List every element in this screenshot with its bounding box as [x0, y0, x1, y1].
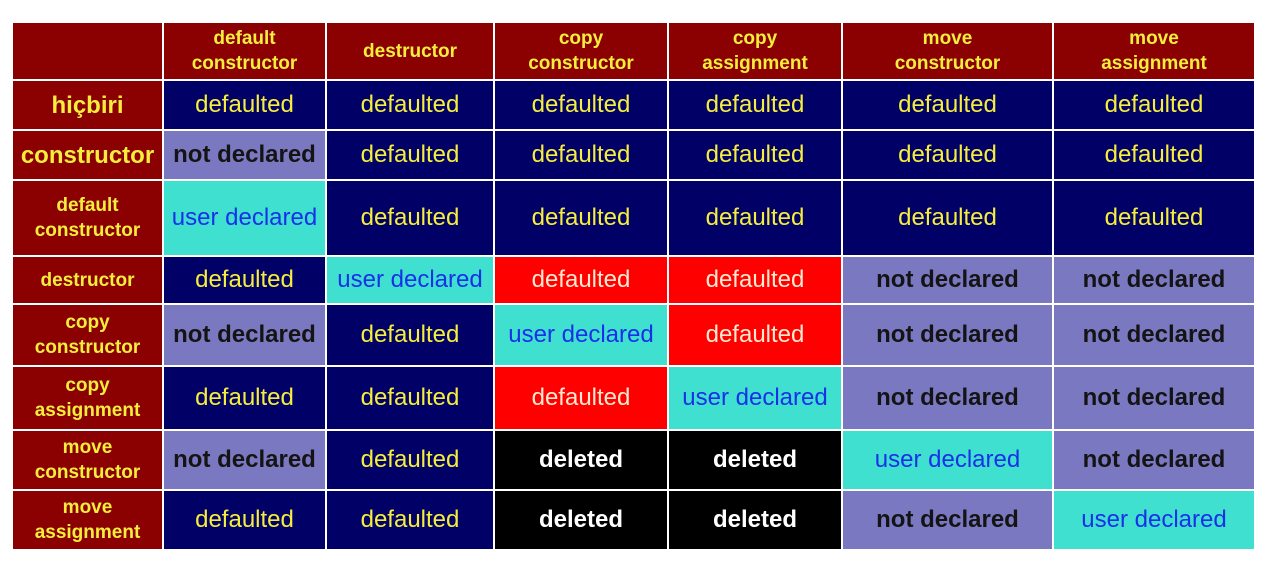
table-cell-notdeclared: not declared — [162, 303, 327, 367]
column-header: move assignment — [1052, 21, 1256, 81]
table-cell-defaulted: defaulted — [325, 365, 495, 431]
column-header-line2: constructor — [894, 53, 1001, 74]
table-cell-userdeclared: user declared — [1052, 489, 1256, 551]
table-cell-defaulted: defaulted — [325, 429, 495, 491]
row-header: default constructor — [11, 179, 164, 257]
column-header-line1: copy — [732, 28, 778, 49]
table-cell-defaulted: defaulted — [162, 255, 327, 305]
row-header-line2: constructor — [34, 220, 141, 241]
table-cell-userdeclared: user declared — [493, 303, 669, 367]
row-header-line1: move — [62, 437, 113, 458]
table-cell-notdeclared: not declared — [841, 303, 1054, 367]
column-header-line1: default — [213, 28, 276, 49]
row-header: move assignment — [11, 489, 164, 551]
table-cell-userdeclared: user declared — [325, 255, 495, 305]
special-members-table: default constructor destructor copy construc… — [11, 21, 1256, 551]
table-cell-userdeclared: user declared — [162, 179, 327, 257]
table-cell-notdeclared: not declared — [841, 365, 1054, 431]
special-members-table-wrapper: default constructor destructor copy construc… — [11, 21, 1256, 551]
table-cell-defaulted: defaulted — [493, 129, 669, 181]
column-header-line1: move — [922, 28, 973, 49]
table-cell-defaulted: defaulted — [493, 79, 669, 131]
row-header: constructor — [11, 129, 164, 181]
table-cell-deleted: deleted — [667, 489, 843, 551]
row-header-line2: assignment — [34, 400, 141, 421]
column-header: move constructor — [841, 21, 1054, 81]
table-cell-defaulted-red: defaulted — [667, 303, 843, 367]
column-header: copy constructor — [493, 21, 669, 81]
column-header-line2: constructor — [191, 53, 298, 74]
header-row: default constructor destructor copy construc… — [11, 21, 1256, 81]
column-header-line1: copy — [558, 28, 604, 49]
row-header: hiçbiri — [11, 79, 164, 131]
column-header-line2: assignment — [1101, 53, 1207, 74]
table-cell-defaulted: defaulted — [162, 365, 327, 431]
corner-cell — [11, 21, 164, 81]
row-header: move constructor — [11, 429, 164, 491]
table-cell-defaulted: defaulted — [325, 303, 495, 367]
table-cell-defaulted: defaulted — [1052, 129, 1256, 181]
table-cell-notdeclared: not declared — [162, 129, 327, 181]
table-cell-defaulted: defaulted — [841, 129, 1054, 181]
table-cell-defaulted-red: defaulted — [667, 255, 843, 305]
table-cell-defaulted: defaulted — [162, 489, 327, 551]
table-cell-notdeclared: not declared — [1052, 365, 1256, 431]
row-header: copy assignment — [11, 365, 164, 431]
table-cell-notdeclared: not declared — [1052, 429, 1256, 491]
column-header-line1: destructor — [363, 40, 457, 62]
table-cell-defaulted: defaulted — [667, 79, 843, 131]
table-cell-notdeclared: not declared — [841, 489, 1054, 551]
row-header: destructor — [11, 255, 164, 305]
column-header-line1: move — [1129, 28, 1179, 49]
table-cell-defaulted: defaulted — [841, 79, 1054, 131]
table-cell-defaulted: defaulted — [1052, 179, 1256, 257]
table-cell-userdeclared: user declared — [667, 365, 843, 431]
table-cell-defaulted-red: defaulted — [493, 365, 669, 431]
table-cell-defaulted: defaulted — [325, 129, 495, 181]
table-cell-defaulted: defaulted — [841, 179, 1054, 257]
table-cell-defaulted: defaulted — [667, 129, 843, 181]
column-header: default constructor — [162, 21, 327, 81]
column-header-line2: assignment — [702, 53, 808, 74]
row-header-line2: constructor — [34, 462, 141, 483]
table-cell-deleted: deleted — [667, 429, 843, 491]
table-cell-defaulted: defaulted — [493, 179, 669, 257]
table-cell-defaulted: defaulted — [162, 79, 327, 131]
table-cell-notdeclared: not declared — [1052, 303, 1256, 367]
row-header-line2: constructor — [34, 337, 141, 358]
column-header: copy assignment — [667, 21, 843, 81]
row-header-line1: copy — [65, 375, 110, 396]
table-cell-notdeclared: not declared — [841, 255, 1054, 305]
column-header: destructor — [325, 21, 495, 81]
row-header-line1: copy — [65, 312, 110, 333]
table-cell-defaulted: defaulted — [325, 179, 495, 257]
table-cell-notdeclared: not declared — [162, 429, 327, 491]
table-cell-defaulted: defaulted — [325, 489, 495, 551]
row-header-line1: hiçbiri — [51, 91, 124, 119]
row-header-line1: move — [62, 497, 113, 518]
table-cell-defaulted: defaulted — [667, 179, 843, 257]
table-cell-defaulted: defaulted — [1052, 79, 1256, 131]
table-cell-userdeclared: user declared — [841, 429, 1054, 491]
row-header-line1: constructor — [20, 141, 155, 169]
table-cell-deleted: deleted — [493, 489, 669, 551]
row-header-line2: assignment — [34, 522, 141, 543]
table-cell-deleted: deleted — [493, 429, 669, 491]
row-header: copy constructor — [11, 303, 164, 367]
table-cell-defaulted-red: defaulted — [493, 255, 669, 305]
row-header-line1: destructor — [40, 269, 135, 291]
row-header-line1: default — [56, 195, 119, 216]
column-header-line2: constructor — [528, 53, 634, 74]
table-cell-notdeclared: not declared — [1052, 255, 1256, 305]
table-cell-defaulted: defaulted — [325, 79, 495, 131]
